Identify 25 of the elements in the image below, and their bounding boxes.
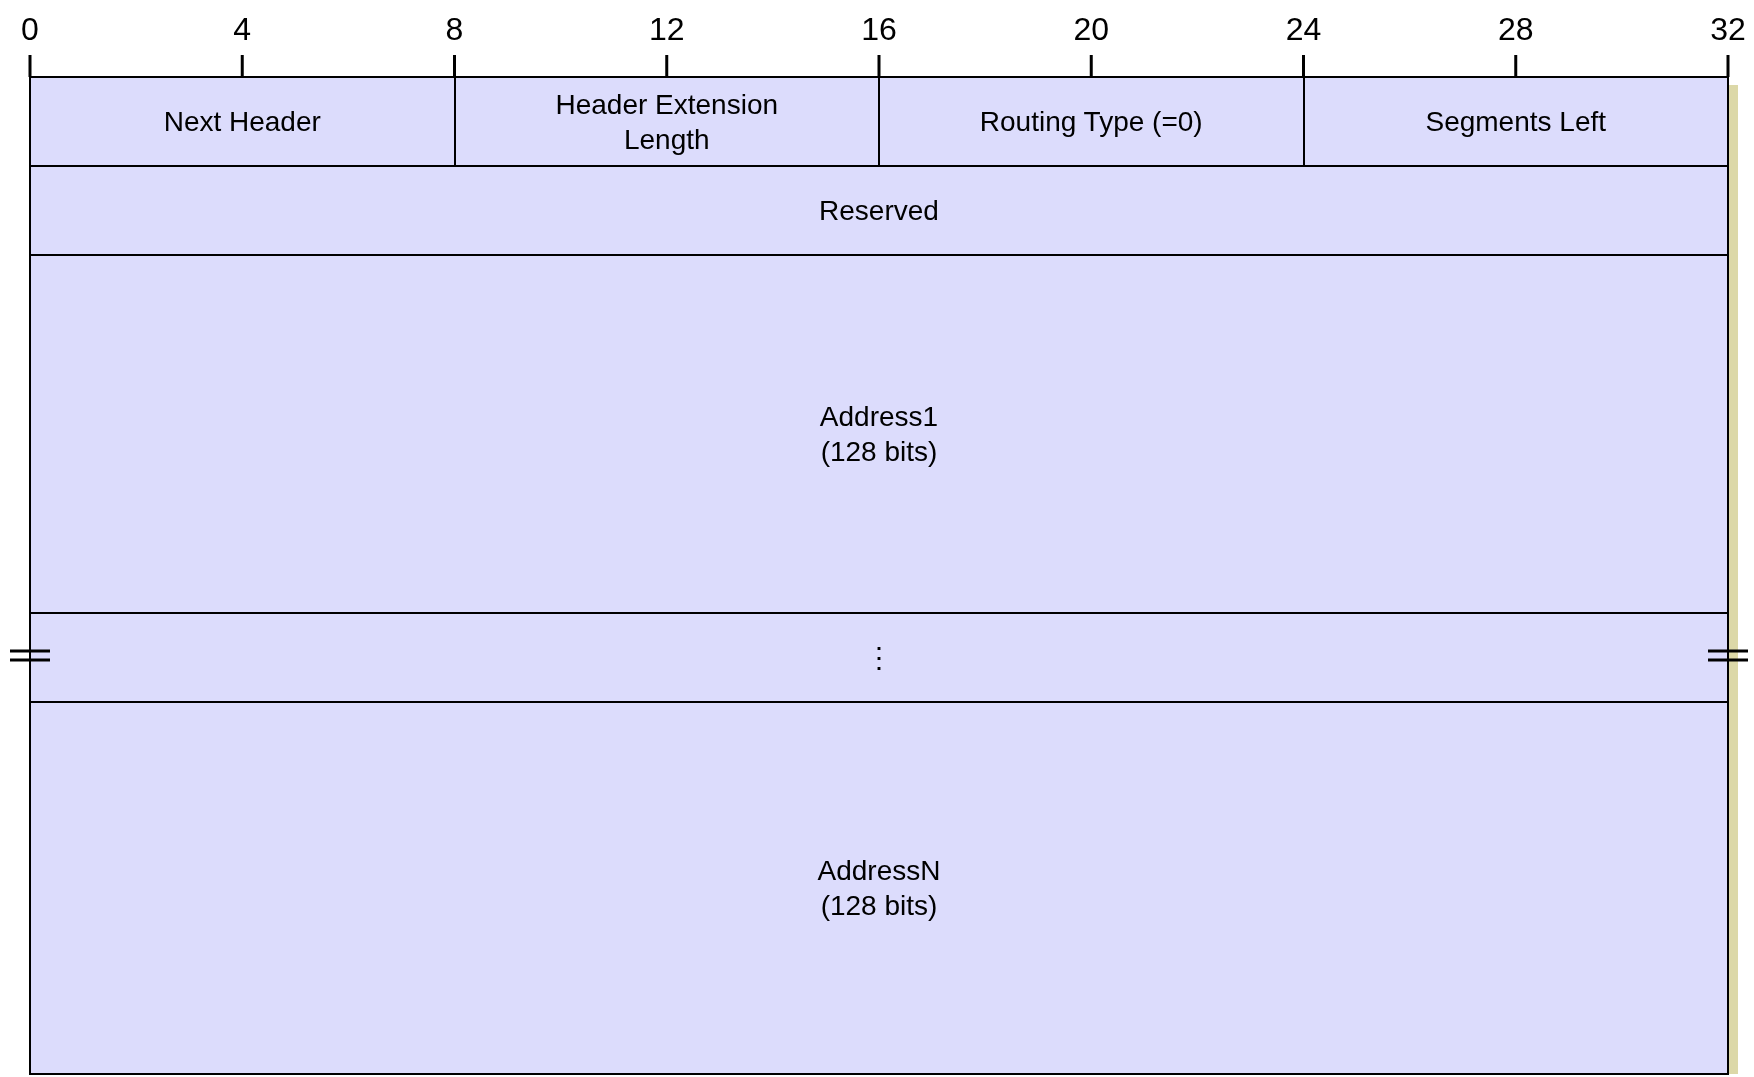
field-box [1302, 76, 1729, 167]
field-label: Address1 (128 bits) [818, 400, 940, 469]
field-box [29, 612, 1729, 703]
bit-number: 0 [20, 13, 40, 45]
bit-number: 20 [1072, 13, 1111, 45]
field-label: Reserved [819, 194, 939, 228]
field-box [453, 76, 880, 167]
field-box [29, 254, 1729, 614]
field-label: Routing Type (=0) [979, 105, 1203, 139]
field-label: Next Header [163, 105, 321, 139]
field-box [29, 76, 456, 167]
field-label: AddressN (128 bits) [816, 854, 942, 923]
bit-number: 8 [444, 13, 465, 45]
bit-number: 12 [647, 13, 686, 45]
field-box [878, 76, 1305, 167]
field-label: Header Extension Length [554, 87, 780, 157]
bit-number: 4 [232, 13, 253, 45]
bit-number: 16 [860, 13, 898, 45]
bit-number: 24 [1284, 13, 1323, 45]
bit-number: 28 [1496, 13, 1535, 45]
field-label: ⋮ [865, 641, 893, 675]
bit-number: 32 [1709, 13, 1747, 45]
field-box [29, 165, 1729, 256]
field-box [29, 701, 1729, 1075]
field-label: Segments Left [1425, 105, 1607, 139]
